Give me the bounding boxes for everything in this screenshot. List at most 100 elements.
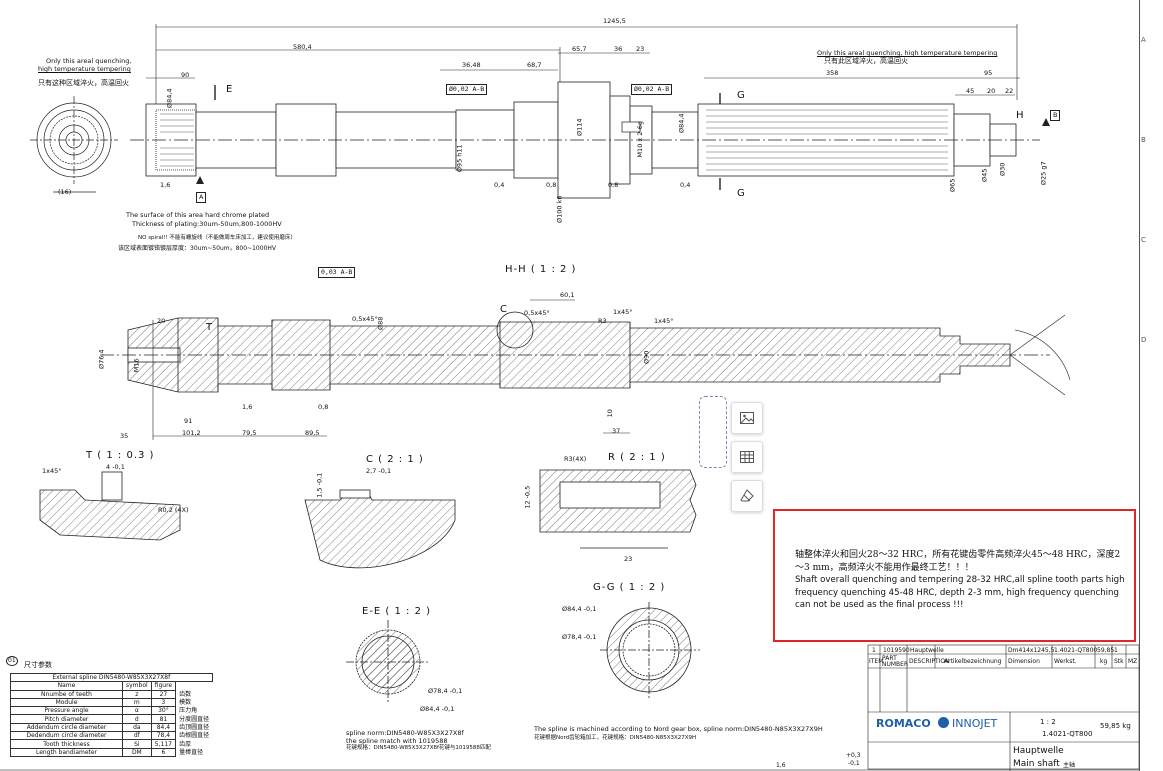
detail-c-1-5: 1,5 -0,1 xyxy=(315,472,324,498)
chamfer-3: 1x45° xyxy=(613,308,633,316)
dia-100-k6: Ø100 k6 xyxy=(555,195,564,224)
gg-dia-78: Ø78,4 -0,1 xyxy=(562,633,597,641)
tb-h-item: ITEM xyxy=(869,658,884,665)
chamfer-1: 0,5x45° xyxy=(352,315,378,323)
tb-h-desc: DESCRIPTION xyxy=(909,658,950,665)
note-spline-left2: the spline match with 1019588 xyxy=(346,737,448,745)
detail-t xyxy=(39,471,181,541)
datum-a: A xyxy=(196,192,207,203)
row-label-b: B xyxy=(1141,136,1146,144)
dia-95-h11: Ø95 h11 xyxy=(455,144,464,173)
detail-c-2-7: 2,7 -0,1 xyxy=(366,467,392,475)
brand-innojet: INNOJET xyxy=(952,717,998,730)
detail-t-r02: R0,2 (4X) xyxy=(158,506,189,514)
dim-23b: 23 xyxy=(624,555,633,563)
section-ee-title: E-E ( 1 : 2 ) xyxy=(362,606,432,617)
gdt-runout-2: Ø0,02 A-B xyxy=(631,84,673,95)
roughness-04a: 0,4 xyxy=(494,181,505,189)
note-left-quench-en: Only this areal quenching, xyxy=(46,57,132,65)
section-c-title: C ( 2 : 1 ) xyxy=(366,454,424,465)
eraser-tool-button[interactable] xyxy=(731,480,763,512)
dia-114: Ø114 xyxy=(575,118,584,137)
section-dim-lines xyxy=(152,299,1071,440)
row-label-d: D xyxy=(1141,336,1147,344)
dia-45: Ø45 xyxy=(980,168,989,182)
section-markers xyxy=(214,85,721,190)
tb-h-dim: Dimension xyxy=(1008,658,1040,665)
gg-dia-84: Ø84,4 -0,1 xyxy=(562,605,597,613)
detail-t-chamfer: 1x45° xyxy=(42,467,62,475)
spec-header-symbol: symbol xyxy=(122,681,152,691)
dim-37: 37 xyxy=(612,427,621,435)
table-icon xyxy=(740,451,754,463)
roughness-04b: 0,4 xyxy=(680,181,691,189)
detail-r-12: 12 -0,5 xyxy=(523,485,532,509)
dia-84-4: Ø84,4 xyxy=(677,113,686,134)
spec-header-name: Name xyxy=(10,681,123,691)
spec-marker: 01 xyxy=(6,656,18,666)
note-spline-left3: 花键规格：DIN5480-W85X3X27X8f花键与1019588匹配 xyxy=(346,745,491,751)
dim-95: 95 xyxy=(984,69,993,77)
dim-20: 20 xyxy=(987,87,996,95)
detail-r xyxy=(539,469,697,549)
dia-25-g7: Ø25 g7 xyxy=(1039,161,1048,186)
red-annotation-note: 轴整体淬火和回火28～32 HRC，所有花键齿零件高频淬火45～48 HRC，深… xyxy=(773,509,1136,642)
tb-h-stk: Stk xyxy=(1114,658,1124,665)
image-icon xyxy=(740,412,754,424)
shaft-section xyxy=(100,311,1050,393)
gg-section xyxy=(600,602,700,700)
tb-h-part: PART NUMBER xyxy=(882,655,909,668)
roughness-08a: 0,8 xyxy=(546,181,557,189)
gdt-runout-1: Ø0,02 A-B xyxy=(446,84,488,95)
dim-20b: 20 xyxy=(157,317,166,325)
dim-60-1: 60,1 xyxy=(560,291,575,299)
thread-m10: M10 x 2-6g xyxy=(636,120,645,158)
tb-material2: 1.4021-QT800 xyxy=(1042,730,1093,738)
tb-dimension: Dm414x1245,5 xyxy=(1008,647,1055,654)
spline-lines-right xyxy=(706,109,948,171)
keyway xyxy=(621,121,641,133)
spline-lines-left xyxy=(160,113,194,167)
section-r-title: R ( 2 : 1 ) xyxy=(608,452,666,463)
roughness-08c: 0,8 xyxy=(318,403,329,411)
note-right-quench-en: Only this areal quenching, high temperat… xyxy=(817,49,998,57)
note-right-quench-cn: 只有此区域淬火，高温回火 xyxy=(824,57,908,65)
dim-65-7: 65,7 xyxy=(572,45,587,53)
spec-header-figure: figure xyxy=(150,681,177,691)
dim-23: 23 xyxy=(636,45,645,53)
right-border-column xyxy=(1139,0,1163,771)
detail-r-r3: R3(4X) xyxy=(564,455,587,463)
note-chrome-en: The surface of this area hard chrome pla… xyxy=(126,211,270,219)
row-label-a: A xyxy=(1141,36,1146,44)
ee-dia-78: Ø78,4 -0,1 xyxy=(428,687,463,695)
ee-section xyxy=(346,620,430,704)
image-tool-button[interactable] xyxy=(731,402,763,434)
detail-t-mark: T xyxy=(206,322,214,333)
gdt-runout-3: 0,03 A-B xyxy=(318,267,356,278)
dim-36-48: 36,48 xyxy=(462,61,481,69)
note-left-quench-en2: high temperature tempering xyxy=(38,65,131,73)
dim-45: 45 xyxy=(966,87,975,95)
red-note-cn: 轴整体淬火和回火28～32 HRC，所有花键齿零件高频淬火45～48 HRC，深… xyxy=(795,550,1121,573)
datum-b: B xyxy=(1050,110,1061,121)
dim-35: 35 xyxy=(120,432,129,440)
eraser-icon xyxy=(740,489,754,502)
section-g-top: G xyxy=(737,90,746,101)
detail-r3-mark: R3 xyxy=(598,317,607,325)
detail-t-4: 4 -0,1 xyxy=(106,463,125,471)
tb-h-kg: kg xyxy=(1100,658,1108,665)
selection-handles[interactable] xyxy=(699,396,727,468)
section-t-title: T ( 1 : 0.3 ) xyxy=(86,450,155,461)
dim-91: 91 xyxy=(184,417,193,425)
shaft-elevation xyxy=(130,81,1040,199)
tb-h-mz: MZ xyxy=(1128,658,1138,665)
brand-logo-icon xyxy=(938,717,949,728)
note-left-quench-cn: 只有这种区域淬火，高温回火 xyxy=(38,79,129,87)
table-tool-button[interactable] xyxy=(731,441,763,473)
